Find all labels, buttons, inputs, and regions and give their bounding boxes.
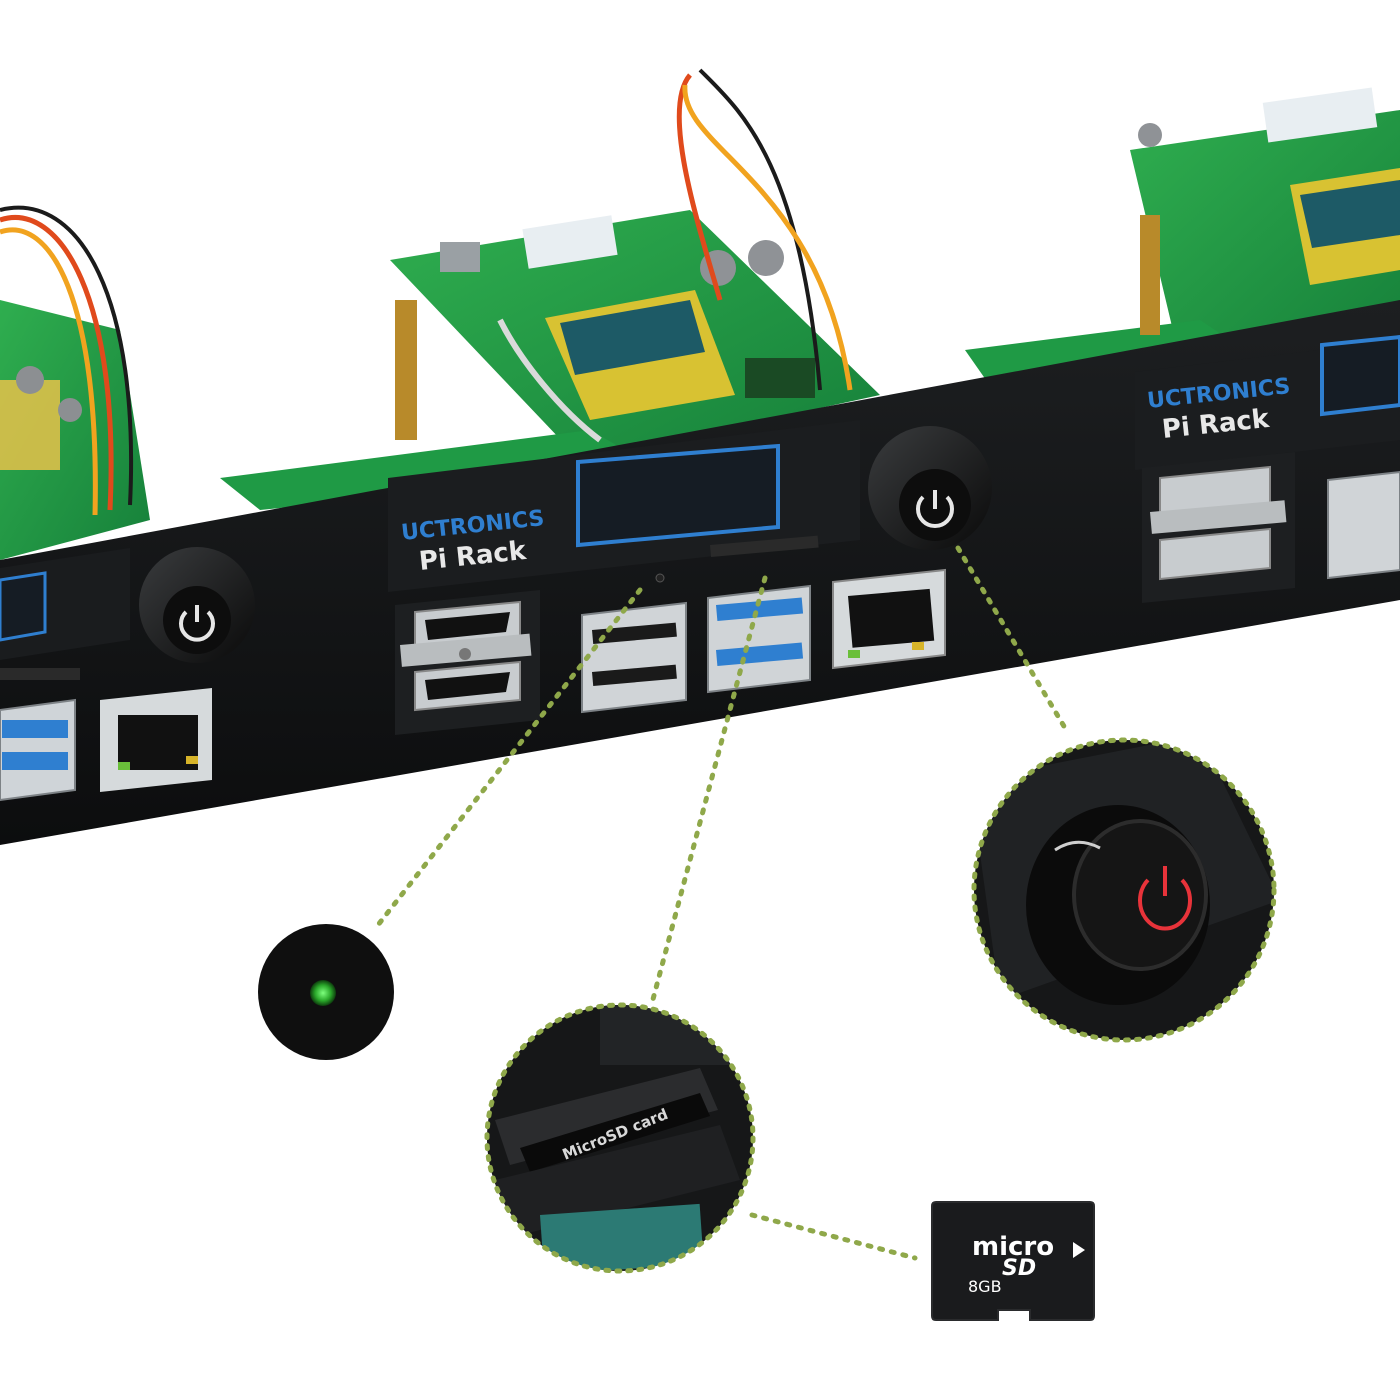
play-arrow-icon xyxy=(1073,1242,1085,1258)
microsd-logo-bottom: SD xyxy=(1002,1256,1036,1281)
oled-display-center xyxy=(576,443,780,548)
rack-front-panel xyxy=(0,300,1400,845)
microsd-slot-callout: MicroSD card xyxy=(484,1002,756,1274)
hdmi-ports-right[interactable] xyxy=(1142,452,1295,603)
usb3-ports-center[interactable] xyxy=(707,584,811,694)
callout-lines xyxy=(375,545,1071,1261)
led-callout xyxy=(258,924,394,1060)
module-left-partial xyxy=(0,548,212,802)
usb2-ports-center[interactable] xyxy=(581,601,687,714)
module-center: UCTRONICS Pi Rack xyxy=(388,420,946,735)
led-indicator-zoom xyxy=(310,980,336,1006)
pcb-stack-left xyxy=(0,205,150,560)
led-indicator-center xyxy=(655,573,665,583)
power-button-center[interactable] xyxy=(868,426,992,550)
power-icon xyxy=(1138,878,1192,931)
microsd-card: micro SD 8GB xyxy=(931,1201,1095,1321)
microsd-capacity: 8GB xyxy=(968,1277,1002,1296)
power-button-left[interactable] xyxy=(139,547,255,663)
module-right-partial: UCTRONICS Pi Rack xyxy=(1135,334,1400,603)
ethernet-port-center[interactable] xyxy=(832,568,946,670)
usb-ports-right[interactable] xyxy=(1327,470,1400,580)
oled-display-right xyxy=(1320,334,1400,417)
microsd-logo-top: micro xyxy=(972,1232,1054,1262)
pcb-stack-center xyxy=(220,68,880,510)
power-icon xyxy=(179,610,215,642)
power-button-callout xyxy=(971,737,1277,1043)
power-icon xyxy=(916,495,954,529)
hdmi-ports-center[interactable] xyxy=(395,590,540,735)
